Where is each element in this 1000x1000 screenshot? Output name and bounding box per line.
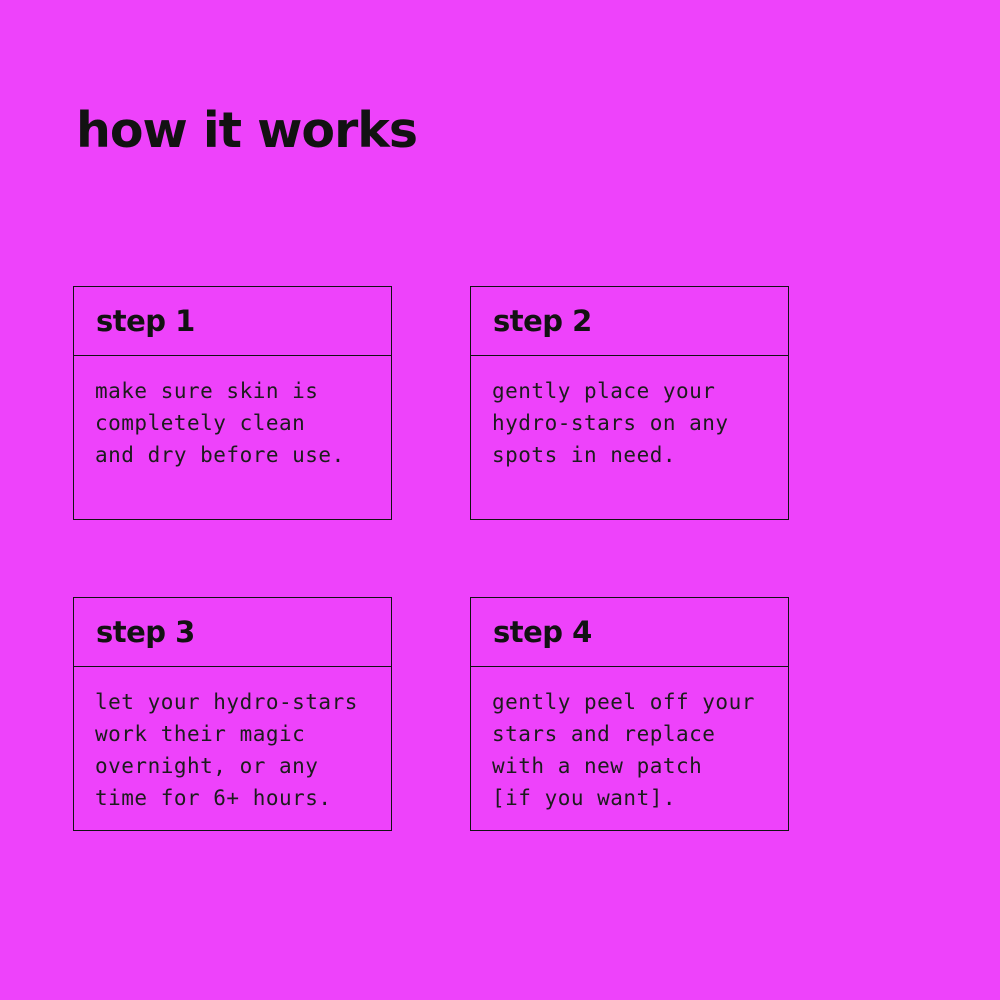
page-title: how it works (76, 102, 418, 159)
step-card-1: step 1 make sure skin is completely clea… (73, 286, 392, 520)
step-2-label: step 2 (471, 287, 788, 356)
step-card-4: step 4 gently peel off your stars and re… (470, 597, 789, 831)
step-4-label: step 4 (471, 598, 788, 667)
step-1-label: step 1 (74, 287, 391, 356)
step-2-description: gently place your hydro-stars on any spo… (492, 379, 729, 467)
step-4-description: gently peel off your stars and replace w… (492, 690, 755, 810)
step-3-description: let your hydro-stars work their magic ov… (95, 690, 358, 810)
step-3-label: step 3 (74, 598, 391, 667)
step-card-3: step 3 let your hydro-stars work their m… (73, 597, 392, 831)
step-1-description: make sure skin is completely clean and d… (95, 379, 345, 467)
step-card-2: step 2 gently place your hydro-stars on … (470, 286, 789, 520)
